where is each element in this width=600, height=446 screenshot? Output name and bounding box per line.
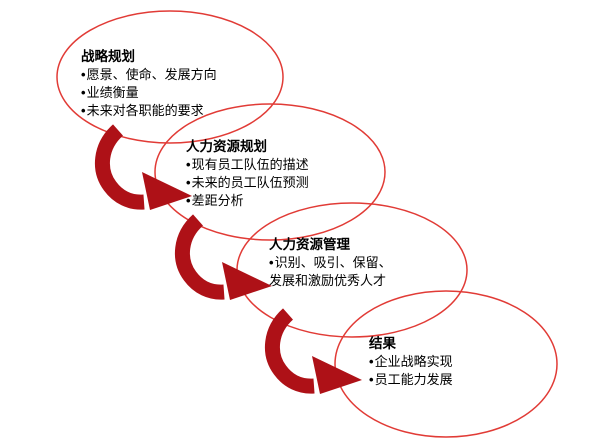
curved-arrow-2-icon [174,214,272,300]
stage-title: 人力资源规划 [186,139,267,154]
stage-strategic-planning-text: 战略规划 愿景、使命、发展方向 业绩衡量 未来对各职能的要求 [81,48,217,120]
stage-ellipse-strategic-planning [56,10,284,144]
stage-title: 结果 [369,336,396,351]
curved-arrow-1-icon [94,124,192,210]
stage-bullet: 员工能力发展 [369,371,453,389]
stage-hr-management-text: 人力资源管理 识别、吸引、保留、发展和激励优秀人才 [269,236,401,290]
stage-hr-planning-text: 人力资源规划 现有员工队伍的描述 未来的员工队伍预测 差距分析 [186,138,309,210]
stage-title: 人力资源管理 [269,237,350,252]
stage-bullet: 差距分析 [186,192,309,210]
stage-bullet: 识别、吸引、保留、发展和激励优秀人才 [269,254,401,290]
stage-results-text: 结果 企业战略实现 员工能力发展 [369,335,453,389]
stage-title: 战略规划 [81,49,135,64]
stage-bullet: 业绩衡量 [81,84,217,102]
curved-arrow-3-icon [264,308,362,394]
stage-bullet: 现有员工队伍的描述 [186,156,309,174]
stage-bullet: 企业战略实现 [369,353,453,371]
stage-ellipse-hr-planning [154,103,386,241]
stage-bullet: 未来对各职能的要求 [81,102,217,120]
stage-ellipse-results [334,290,558,438]
stage-bullet: 愿景、使命、发展方向 [81,66,217,84]
stage-bullet: 未来的员工队伍预测 [186,174,309,192]
